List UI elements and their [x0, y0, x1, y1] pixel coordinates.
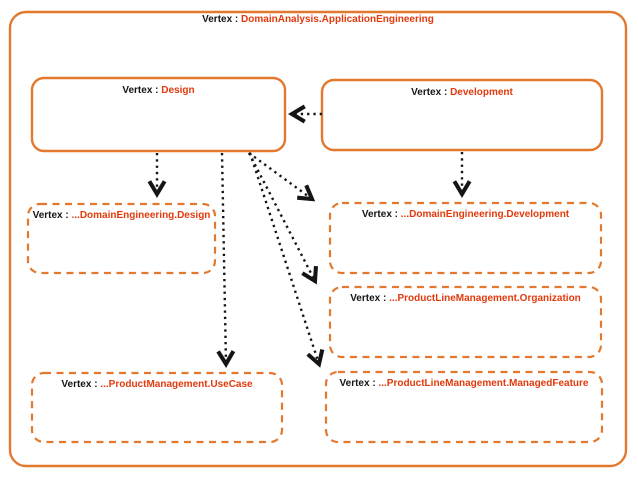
vertex-name: ...ProductLineManagement.Organization [389, 293, 581, 304]
node-domainengineering-development-box [328, 201, 603, 275]
edge-design-to-productmanagement-usecase [216, 152, 236, 368]
edge-design-to-productlinemanagement-managedfeature [248, 152, 325, 368]
development-vertex-label: Vertex : Development [322, 86, 602, 99]
vertex-prefix: Vertex : [350, 293, 390, 304]
node-productlinemanagement-organization-box [328, 285, 603, 359]
vertex-name: ...DomainEngineering.Development [400, 209, 570, 220]
node-domainengineering-design-box [26, 202, 217, 275]
node-design-box [30, 76, 287, 153]
vertex-prefix: Vertex : [122, 85, 162, 96]
vertex-prefix: Vertex : [411, 87, 451, 98]
vertex-name: ...DomainEngineering.Design [71, 210, 211, 221]
vertex-prefix: Vertex : [339, 378, 379, 389]
productmanagement-usecase-vertex-label: Vertex : ...ProductManagement.UseCase [32, 378, 282, 391]
vertex-name: Development [450, 87, 513, 98]
domainengineering-development-vertex-label: Vertex : ...DomainEngineering.Developmen… [330, 208, 601, 221]
node-productlinemanagement-managedfeature-box [324, 370, 604, 444]
design-vertex-label: Vertex : Design [32, 84, 285, 97]
vertex-prefix: Vertex : [361, 209, 401, 220]
edge-design-to-productlinemanagement-organization [247, 152, 318, 285]
vertex-name: DomainAnalysis.ApplicationEngineering [241, 14, 434, 25]
vertex-name: ...ProductManagement.UseCase [100, 379, 253, 390]
edge-design-to-domainengineering-development [248, 152, 316, 202]
productlinemanagement-organization-vertex-label: Vertex : ...ProductLineManagement.Organi… [330, 292, 601, 305]
vertex-name: Design [161, 85, 195, 96]
vertex-prefix: Vertex : [32, 210, 72, 221]
productlinemanagement-managedfeature-vertex-label: Vertex : ...ProductLineManagement.Manage… [326, 377, 602, 390]
vertex-prefix: Vertex : [61, 379, 101, 390]
vertex-name: ...ProductLineManagement.ManagedFeature [378, 378, 589, 389]
outer-vertex-label: Vertex : DomainAnalysis.ApplicationEngin… [10, 13, 626, 26]
vertex-prefix: Vertex : [202, 14, 242, 25]
node-outer-box [8, 10, 628, 468]
domainengineering-design-vertex-label: Vertex : ...DomainEngineering.Design [28, 209, 215, 222]
node-productmanagement-usecase-box [30, 371, 284, 444]
